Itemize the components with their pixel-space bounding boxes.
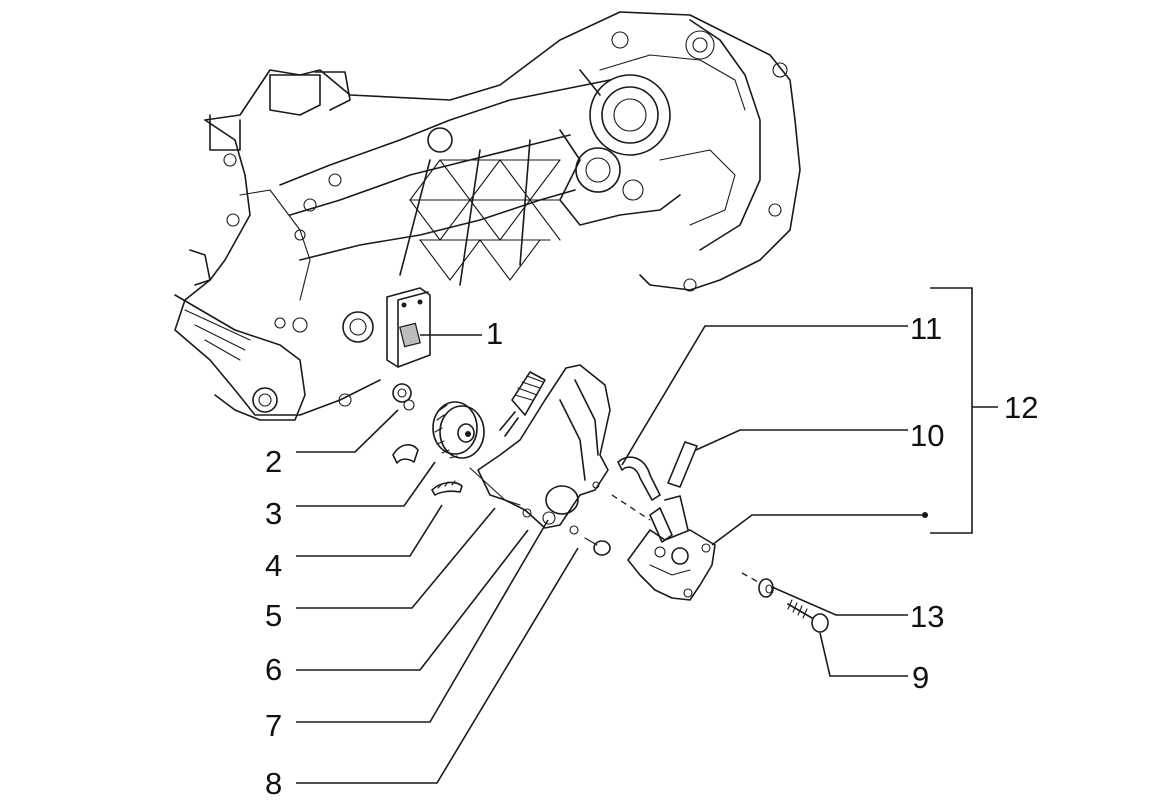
leader-8 (296, 547, 579, 784)
part-13-washer (758, 578, 774, 598)
part-4-clip (392, 444, 463, 496)
leader-pump (711, 514, 928, 546)
part-1-guide-block (386, 287, 431, 368)
group-bracket-12 (930, 287, 973, 534)
leader-lines (296, 287, 998, 784)
part-2-washer (392, 383, 415, 411)
leader-13 (771, 586, 908, 616)
plate-assembly (469, 364, 611, 535)
callout-2: 2 (265, 444, 283, 479)
leader-pump-dot (922, 512, 928, 518)
callout-7: 7 (265, 708, 283, 743)
part-8-screw (584, 537, 611, 556)
callout-1: 1 (486, 316, 504, 351)
leader-9 (819, 632, 908, 677)
part-11-hose (617, 456, 661, 501)
assembly-axes (611, 494, 761, 584)
callout-6: 6 (265, 652, 283, 687)
leader-11 (621, 325, 908, 466)
chain-segment (499, 371, 546, 437)
leader-4 (296, 504, 443, 557)
leader-10 (695, 429, 908, 451)
callout-10: 10 (910, 418, 945, 453)
leader-5 (296, 507, 496, 609)
callout-3: 3 (265, 496, 283, 531)
leader-2 (296, 409, 399, 453)
callout-11: 11 (910, 311, 943, 346)
part-10-hose (667, 441, 698, 488)
callout-4: 4 (265, 548, 283, 583)
leader-6 (296, 529, 529, 671)
callout-8: 8 (265, 766, 283, 801)
callout-13: 13 (910, 599, 945, 634)
callout-12: 12 (1004, 390, 1039, 425)
part-9-bolt (787, 599, 829, 633)
leader-3 (296, 461, 436, 507)
callout-9: 9 (912, 660, 930, 695)
part-3-gear (432, 401, 485, 459)
oil-pump (627, 495, 716, 601)
callout-5: 5 (265, 598, 283, 633)
crankcase (174, 11, 801, 421)
leader-7 (296, 519, 549, 723)
